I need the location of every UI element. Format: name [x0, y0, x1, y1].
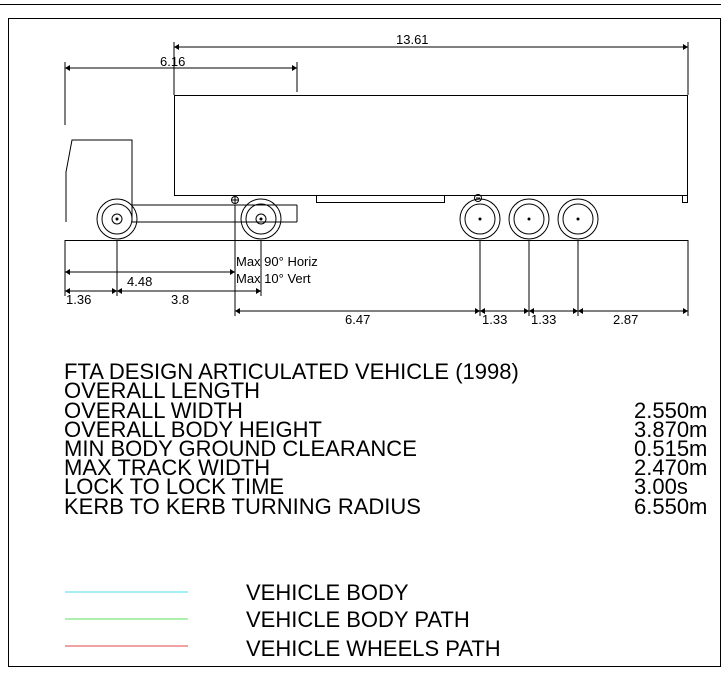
trailer-body — [174, 95, 688, 203]
wheel-trailer-2 — [508, 198, 550, 240]
frame-border — [8, 18, 721, 667]
dim-front-overhang-wheelbase — [65, 240, 262, 296]
wheel-trailer-1 — [459, 198, 501, 240]
dim-trailer-axles — [235, 308, 688, 314]
dim-front-overhang-label: 1.36 — [66, 292, 91, 307]
legend-label-vehicle-body-path: VEHICLE BODY PATH — [246, 607, 470, 632]
note-articulation-vert: Max 10° Vert — [236, 271, 311, 286]
dim-axle-spacing-2-label: 1.33 — [531, 312, 556, 327]
spec-value: 3.870m — [634, 417, 707, 442]
spec-title: FTA DESIGN ARTICULATED VEHICLE (1998) — [64, 359, 519, 384]
tractor-cab — [65, 139, 298, 223]
spec-value: 0.515m — [634, 436, 707, 461]
spec-label: MAX TRACK WIDTH — [64, 455, 270, 480]
spec-label: KERB TO KERB TURNING RADIUS — [64, 494, 421, 519]
dim-wheelbase-label: 3.8 — [171, 292, 189, 307]
dim-overall-length-label: 13.61 — [396, 32, 429, 47]
wheel-front — [96, 198, 138, 240]
spec-value: 3.00s — [634, 474, 688, 499]
spec-label: OVERALL LENGTH — [64, 378, 260, 403]
spec-label: OVERALL WIDTH — [64, 398, 243, 423]
legend: VEHICLE BODY VEHICLE BODY PATH VEHICLE W… — [65, 580, 501, 661]
spec-value: 2.550m — [634, 398, 707, 423]
dim-axle-spacing-1-label: 1.33 — [482, 312, 507, 327]
wheel-drive — [240, 198, 282, 240]
spec-label: OVERALL BODY HEIGHT — [64, 417, 322, 442]
spec-label: LOCK TO LOCK TIME — [64, 474, 284, 499]
dim-cab-to-pivot — [64, 62, 298, 125]
dim-cab-to-pivot-label: 6.16 — [160, 54, 185, 69]
note-articulation-horiz: Max 90° Horiz — [236, 254, 318, 269]
dim-front-axle-to-pivot-label: 4.48 — [127, 274, 152, 289]
spec-value: 2.470m — [634, 455, 707, 480]
legend-label-vehicle-body: VEHICLE BODY — [246, 580, 409, 605]
spec-label: MIN BODY GROUND CLEARANCE — [64, 436, 417, 461]
spec-table: OVERALL LENGTH OVERALL WIDTH 2.550m OVER… — [64, 378, 707, 519]
spec-value: 6.550m — [634, 494, 707, 519]
dim-rear-overhang-label: 2.87 — [613, 312, 638, 327]
dim-extension-lines — [64, 205, 689, 316]
dim-front-axle-to-pivot — [65, 269, 235, 275]
legend-label-vehicle-wheels-path: VEHICLE WHEELS PATH — [246, 636, 501, 661]
wheel-trailer-3 — [557, 198, 599, 240]
dim-pivot-to-axle-label: 6.47 — [345, 312, 370, 327]
